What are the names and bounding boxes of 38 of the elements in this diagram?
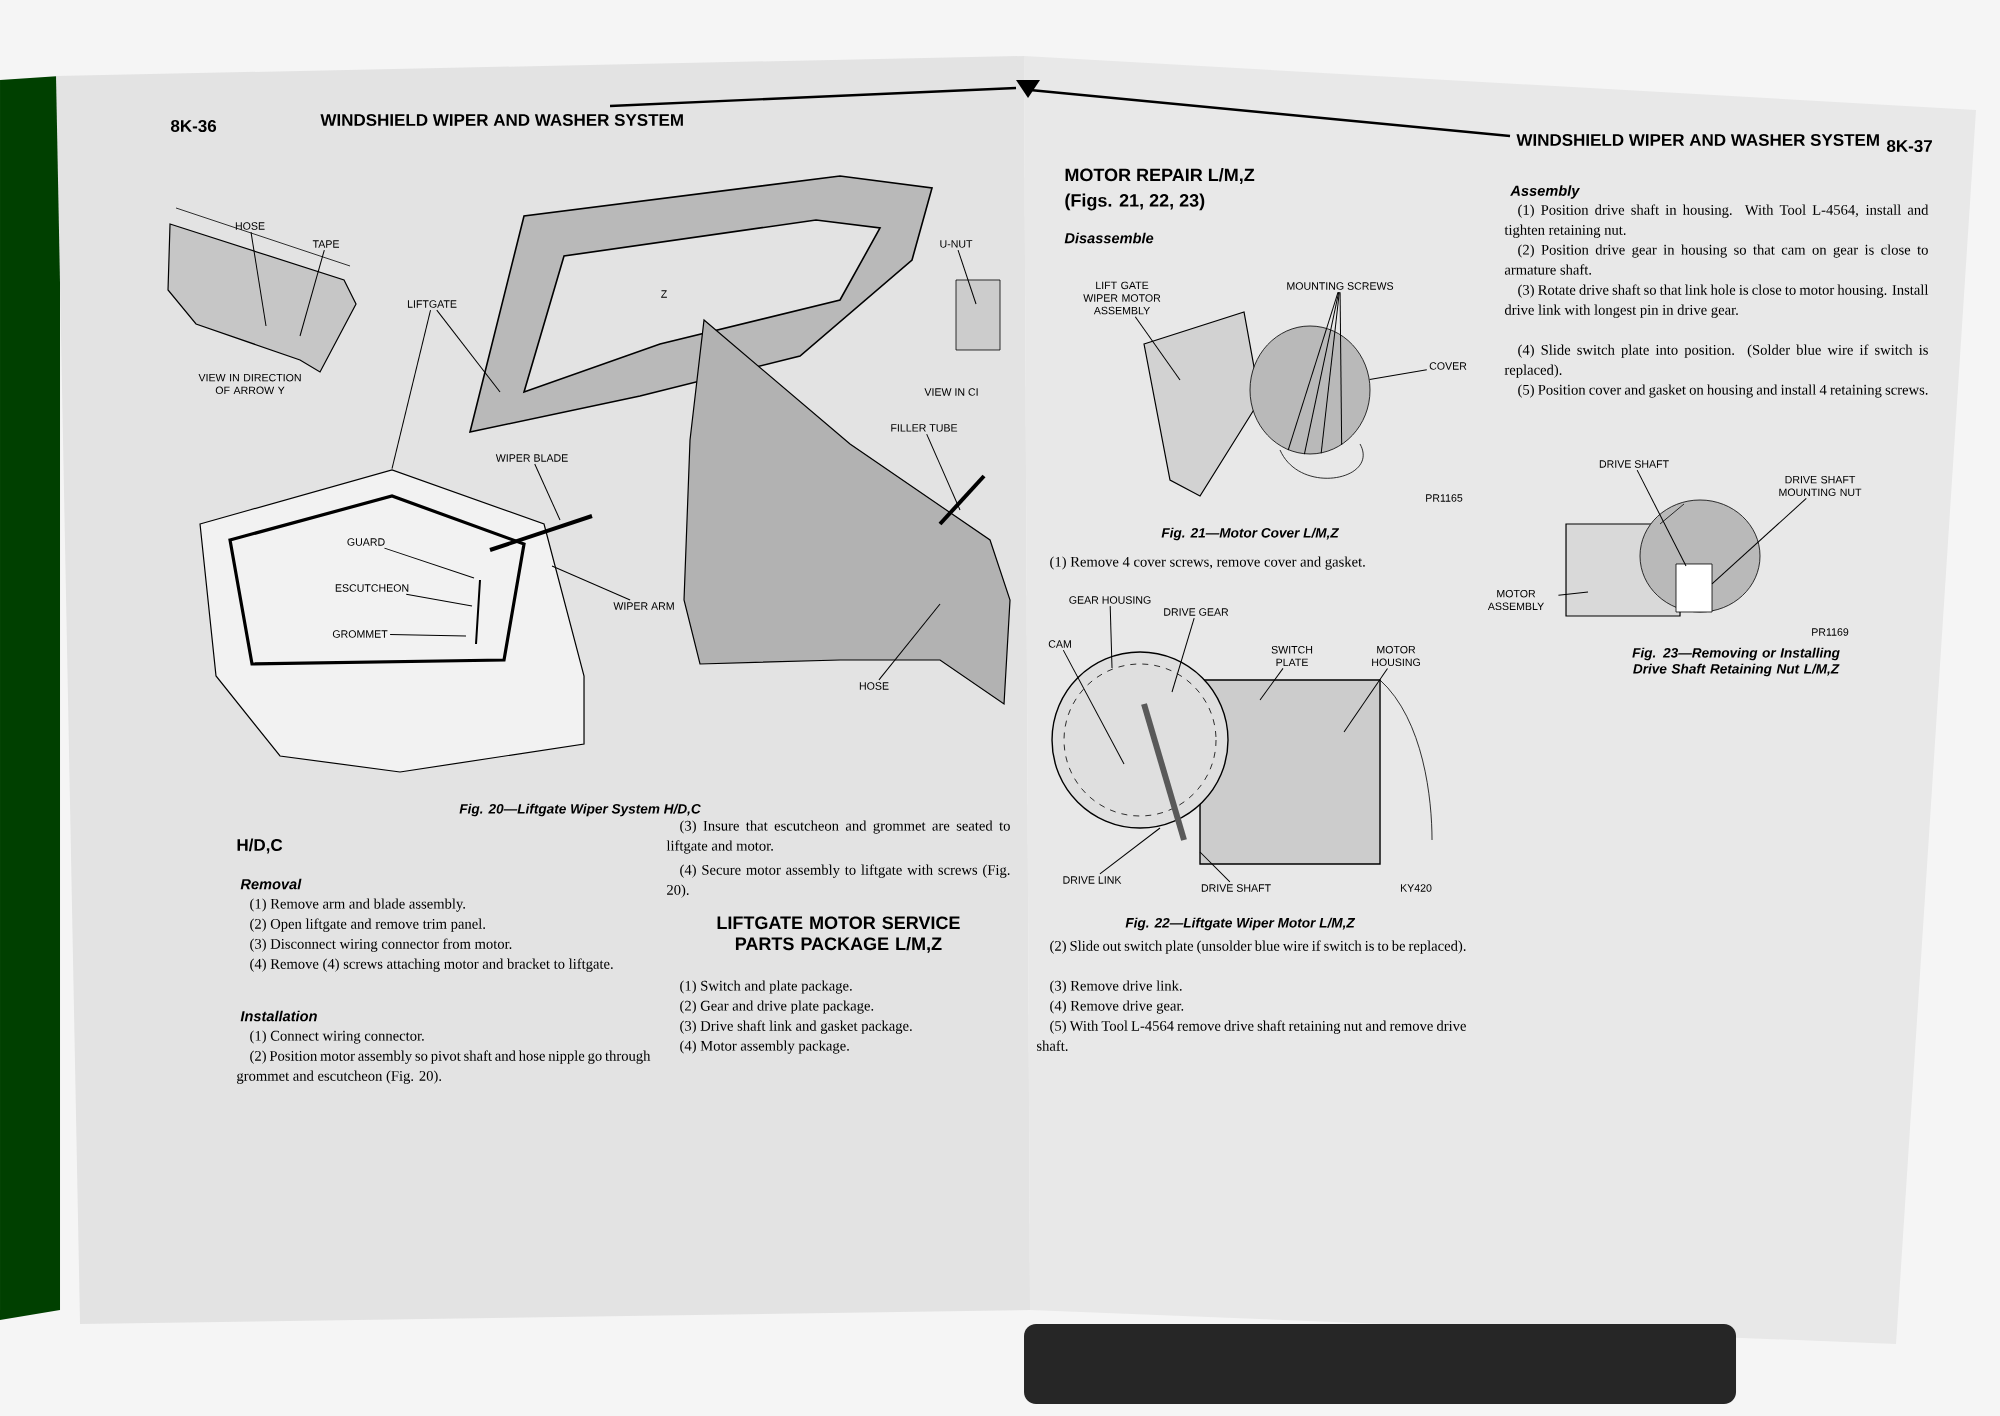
leader-line <box>1171 617 1195 693</box>
page-number: 8K-37 <box>1886 139 1932 152</box>
leader-line <box>436 309 501 393</box>
leader-line <box>1369 369 1428 380</box>
leader-line <box>1339 291 1343 446</box>
leader-line <box>1343 667 1388 733</box>
section-heading: LIFTGATE MOTOR SERVICE PARTS PACKAGE L/M,Z <box>717 916 960 953</box>
leader-line <box>389 634 467 637</box>
leader-line <box>405 593 473 607</box>
leader-line <box>1320 291 1340 454</box>
running-head: WINDSHIELD WIPER AND WASHER SYSTEM <box>1516 134 1879 146</box>
section-heading: (Figs. 21, 22, 23) <box>1065 193 1205 211</box>
model-heading: H/D,C <box>237 838 283 854</box>
leader-line <box>926 433 961 511</box>
liftgate-glass-drawing <box>199 469 593 773</box>
leader-line <box>1303 291 1340 455</box>
leader-line <box>957 249 977 305</box>
cover-drawing <box>1249 325 1371 479</box>
section-heading: MOTOR REPAIR L/M,Z <box>1065 168 1255 184</box>
leader-line <box>1062 649 1125 765</box>
leader-line <box>1636 469 1687 567</box>
leader-line <box>1711 497 1807 585</box>
leader-line <box>1134 316 1181 381</box>
page-number: 8K-36 <box>170 119 217 132</box>
leader-line <box>1099 827 1161 875</box>
leader-line <box>1259 667 1284 701</box>
leader-line <box>551 565 631 601</box>
leader-line <box>534 463 561 521</box>
leader-line <box>1557 591 1589 596</box>
leader-line <box>250 231 267 327</box>
leader-line <box>299 249 325 337</box>
leader-line <box>391 309 432 470</box>
leader-line <box>1287 291 1339 451</box>
running-head: WINDSHIELD WIPER AND WASHER SYSTEM <box>320 114 683 126</box>
motor-assembly-drawing <box>1565 499 1761 617</box>
leader-line <box>1199 851 1231 883</box>
leader-line <box>383 547 475 579</box>
leader-line <box>1109 605 1113 669</box>
